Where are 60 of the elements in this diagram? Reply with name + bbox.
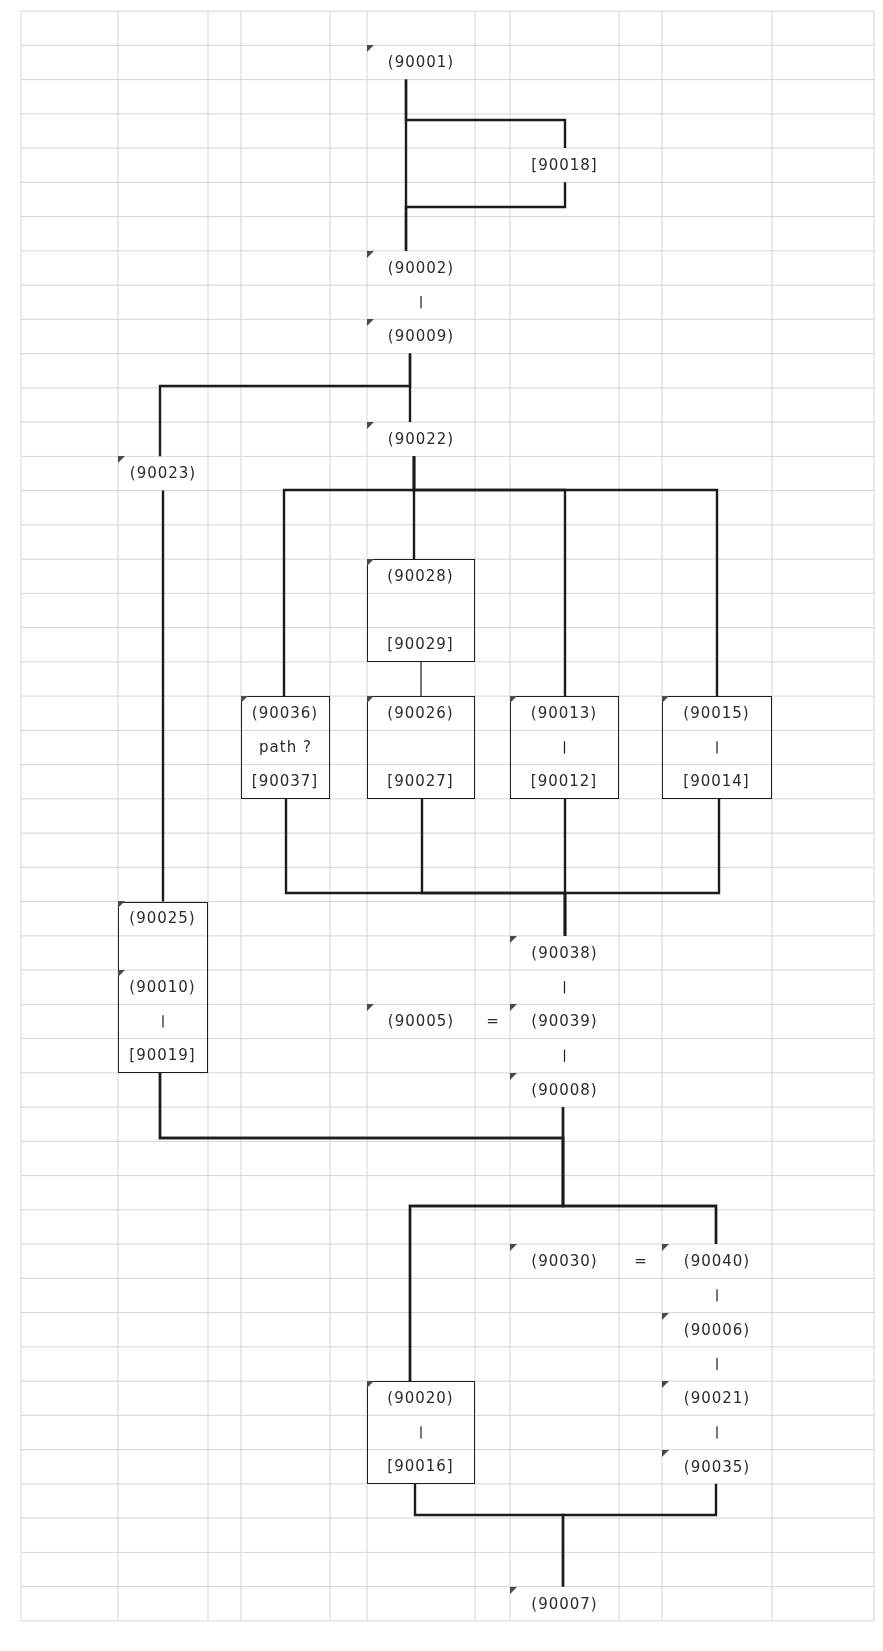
- cell-text: (90036): [251, 703, 319, 722]
- connector-line: [404, 182, 567, 251]
- cell-text: (90002): [387, 258, 455, 277]
- cell-text: [90037]: [251, 772, 319, 791]
- connector-line: [563, 980, 566, 994]
- cell-text: (90015): [683, 703, 750, 722]
- outlined-box: [662, 696, 772, 799]
- connector-line: [716, 1288, 718, 1303]
- connector-line: [404, 79, 567, 149]
- cell-text: (90023): [129, 464, 197, 483]
- outlined-box: [367, 1381, 475, 1484]
- connector-line: [716, 1425, 718, 1440]
- cell-text: (90001): [387, 53, 455, 72]
- cell-text: [90029]: [387, 635, 454, 654]
- cell-text: [90019]: [129, 1046, 196, 1065]
- cell-text: [90027]: [387, 772, 454, 791]
- connector-line: [162, 1014, 164, 1029]
- cell-text: (90006): [683, 1320, 751, 1339]
- outlined-box: [367, 559, 475, 662]
- connector-line: [420, 1425, 422, 1440]
- cell-text: (90040): [683, 1252, 751, 1271]
- connector-line: [716, 740, 718, 755]
- cell-text: (90005): [387, 1012, 455, 1031]
- cell-text: [90014]: [683, 772, 750, 791]
- cell-text: (90013): [530, 703, 598, 722]
- outlined-box: [241, 696, 330, 799]
- outlined-box: [367, 696, 475, 799]
- cell-text: (90008): [531, 1080, 598, 1099]
- cell-text: (90039): [531, 1012, 598, 1031]
- cell-text: (90025): [129, 909, 196, 928]
- connector-line: [420, 295, 422, 309]
- cell-text: [90018]: [531, 156, 598, 175]
- equals-sign: =: [485, 1011, 500, 1033]
- outlined-box: [118, 901, 208, 1073]
- cell-text: (90021): [683, 1389, 751, 1408]
- cell-text: (90035): [683, 1457, 751, 1476]
- cell-text: (90022): [387, 430, 455, 449]
- cell-text: (90007): [531, 1594, 598, 1613]
- cell-text: [90016]: [387, 1457, 454, 1476]
- equals-sign: =: [633, 1251, 648, 1273]
- connector-line: [420, 661, 422, 697]
- cell-text: [90012]: [530, 772, 598, 791]
- cell-text: (90028): [387, 566, 454, 585]
- outlined-box: [510, 696, 619, 799]
- connector-line: [563, 740, 566, 755]
- cell-text: (90038): [531, 943, 598, 962]
- connector-line: [561, 1483, 718, 1587]
- cell-text: (90030): [531, 1252, 598, 1271]
- connector-line: [563, 1049, 566, 1063]
- connector-line: [161, 490, 165, 902]
- cell-text: (90010): [129, 977, 196, 996]
- cell-text: (90026): [387, 703, 454, 722]
- connector-line: [563, 798, 721, 936]
- connector-line: [561, 1107, 718, 1245]
- cell-text: (90009): [387, 327, 455, 346]
- connector-line: [158, 353, 412, 457]
- cell-text: path ?: [259, 738, 312, 757]
- cell-text: (90020): [387, 1388, 454, 1407]
- connector-line: [716, 1357, 718, 1371]
- connector-line: [412, 456, 719, 697]
